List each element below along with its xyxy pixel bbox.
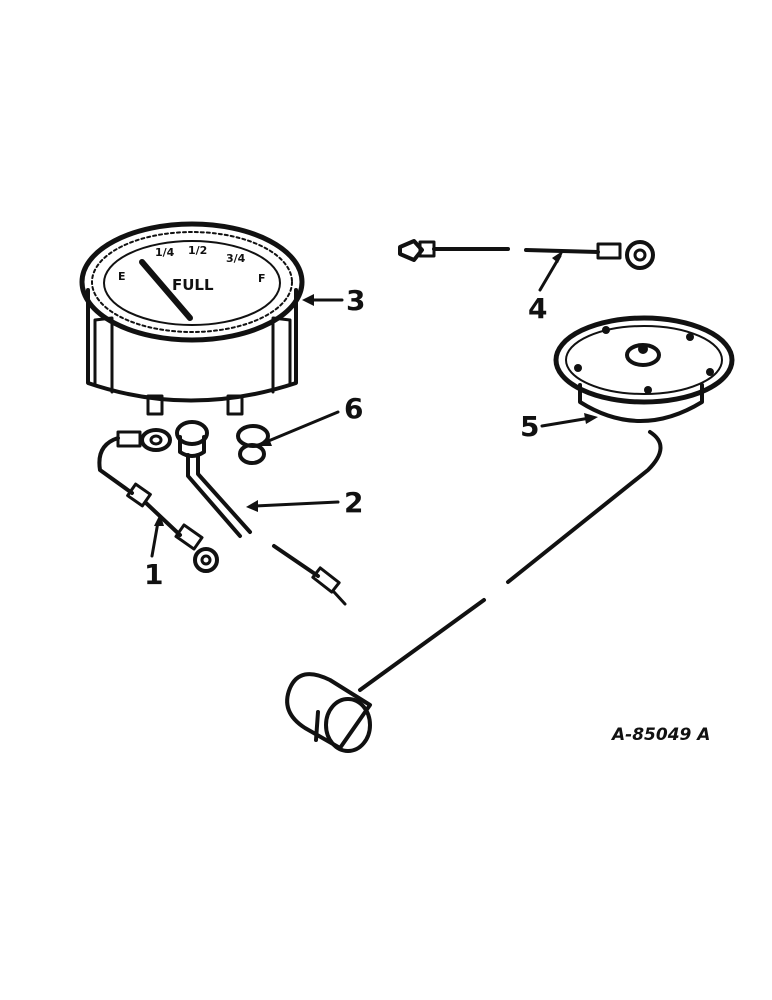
- leader-lines: [150, 250, 598, 558]
- callout-4: 4: [528, 292, 547, 325]
- callout-1: 1: [144, 558, 163, 591]
- reference-code: A-85049 A: [610, 725, 710, 745]
- gauge-tube: [175, 420, 347, 606]
- dial-mark-empty: E: [118, 270, 126, 283]
- gauge-needle: [139, 259, 193, 321]
- callout-labels: 3 4 5 6 2 1: [144, 284, 547, 591]
- dial-word: FULL: [172, 276, 214, 294]
- callout-5: 5: [520, 410, 539, 443]
- callout-2: 2: [344, 486, 363, 519]
- tank-sender-unit: [358, 315, 735, 692]
- callout-3: 3: [346, 284, 365, 317]
- float: [285, 672, 372, 753]
- dial-mark-half: 1/2: [188, 244, 207, 257]
- fuel-gauge: FULL E 1/4 1/2 3/4 F: [79, 221, 305, 416]
- dial-mark-full: F: [258, 272, 266, 285]
- callout-6: 6: [344, 392, 363, 425]
- ground-wire: [398, 239, 655, 270]
- dial-mark-three-quarter: 3/4: [226, 252, 246, 265]
- gauge-wire: [97, 428, 219, 573]
- dial-mark-quarter: 1/4: [155, 246, 175, 259]
